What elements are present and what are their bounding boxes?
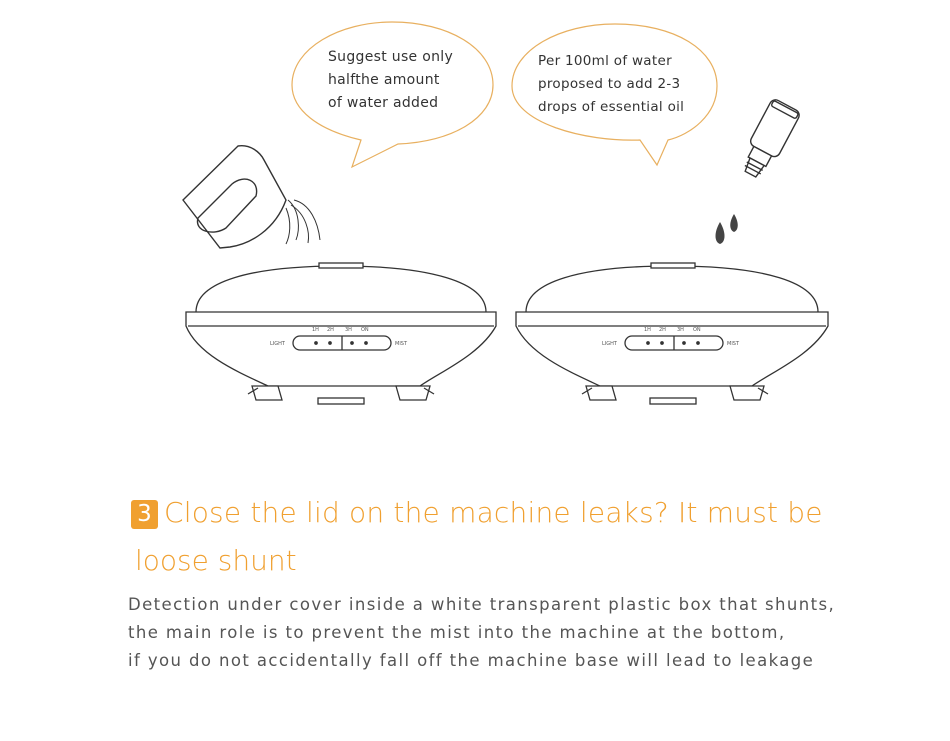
water-advice-line: halfthe amount (328, 72, 440, 88)
timer-on-label: ON (693, 327, 701, 333)
right-diffuser (515, 262, 829, 405)
oil-advice-line: drops of essential oil (538, 99, 685, 115)
water-advice-text: Suggest use only halfthe amount of water… (328, 46, 488, 115)
oil-drop-2 (730, 214, 738, 232)
oil-advice-text: Per 100ml of water proposed to add 2-3 d… (538, 50, 713, 119)
step-heading: Close the lid on the machine leaks? It m… (164, 496, 823, 529)
water-jug-icon (182, 145, 321, 249)
timer-1h-label: 1H (312, 327, 319, 333)
description-line: if you do not accidentally fall off the … (128, 651, 815, 670)
step-number-badge: 3 (131, 500, 158, 529)
timer-2h-label: 2H (327, 327, 334, 333)
left-speech-bubble (291, 21, 494, 169)
water-advice-line: Suggest use only (328, 49, 454, 65)
light-label: LIGHT (602, 341, 617, 347)
oil-bottle-icon (744, 99, 800, 178)
timer-3h-label: 3H (345, 327, 352, 333)
timer-on-label: ON (361, 327, 369, 333)
description-line: the main role is to prevent the mist int… (128, 623, 786, 642)
left-diffuser (185, 262, 497, 405)
oil-advice-line: Per 100ml of water (538, 53, 672, 69)
timer-1h-label: 1H (644, 327, 651, 333)
description-line: Detection under cover inside a white tra… (128, 595, 836, 614)
timer-2h-label: 2H (659, 327, 666, 333)
right-speech-bubble (511, 23, 718, 167)
oil-advice-line: proposed to add 2-3 (538, 76, 681, 92)
light-label: LIGHT (270, 341, 285, 347)
water-advice-line: of water added (328, 95, 439, 111)
mist-label: MIST (727, 341, 740, 347)
timer-3h-label: 3H (677, 327, 684, 333)
mist-label: MIST (395, 341, 408, 347)
step-heading-continued: loose shunt (135, 544, 297, 577)
oil-drop-1 (715, 222, 725, 244)
